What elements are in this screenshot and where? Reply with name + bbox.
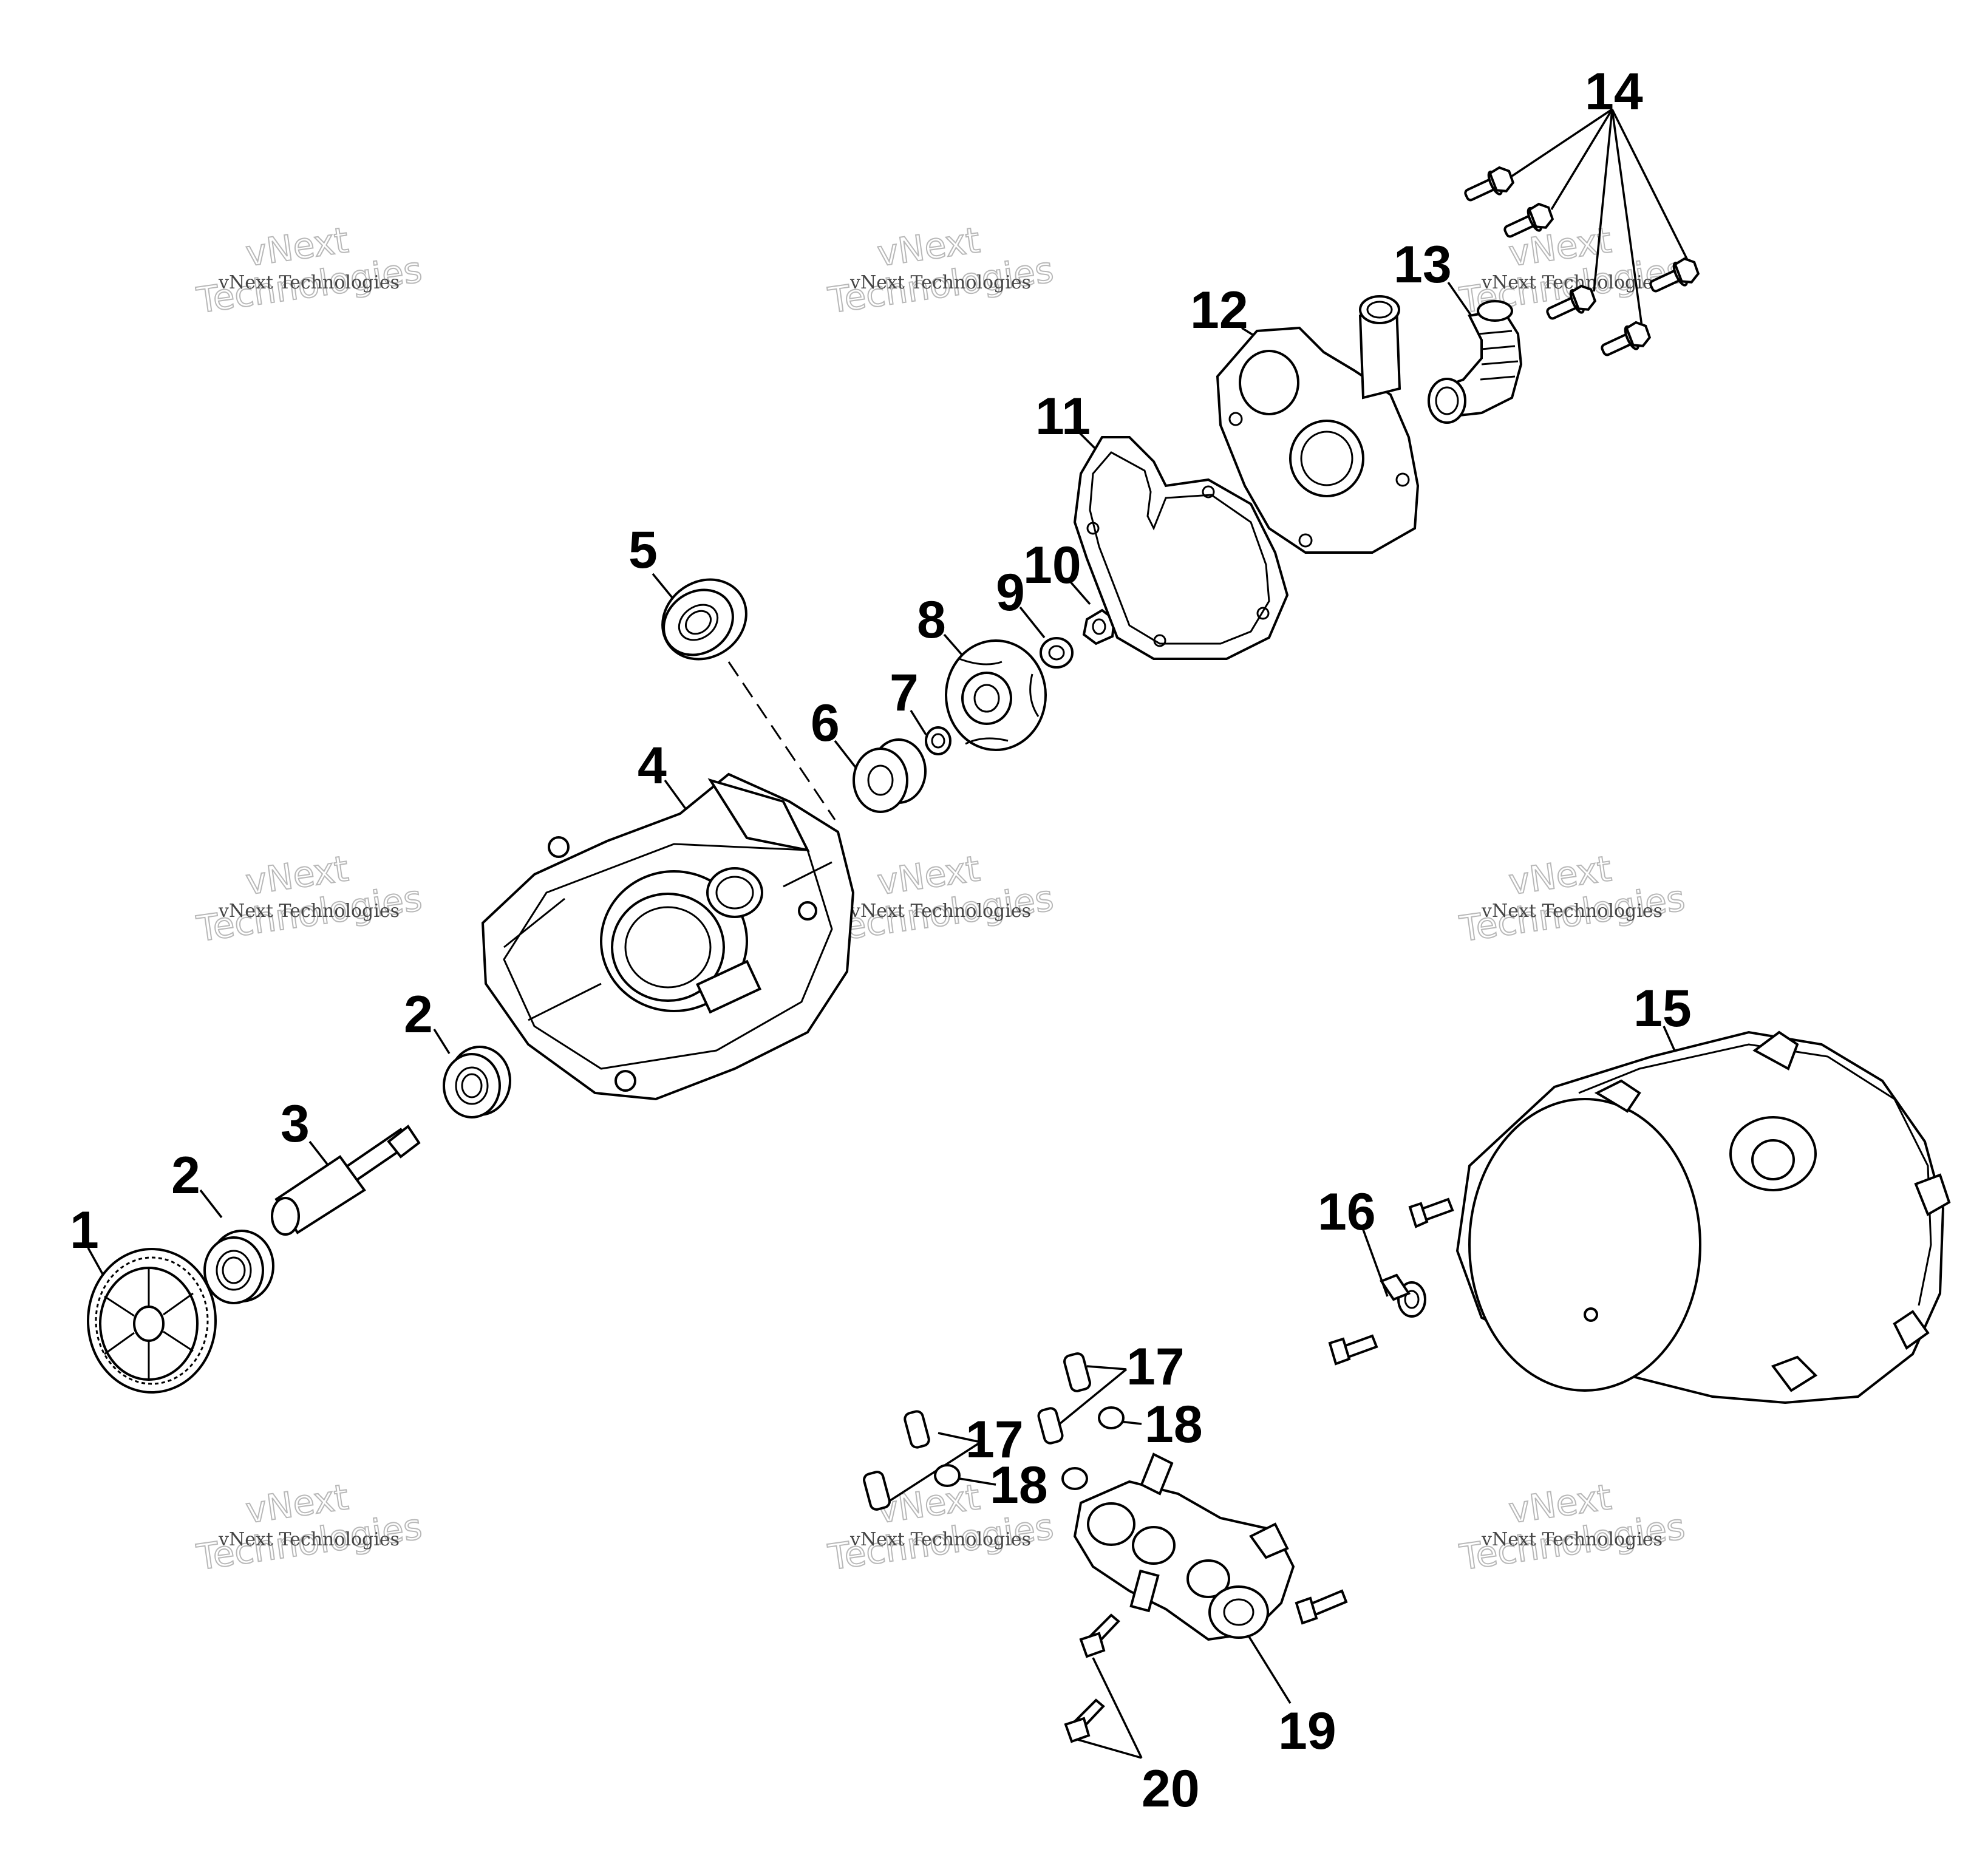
callout-17-right: 17 (1126, 1338, 1185, 1396)
callout-16: 16 (1318, 1183, 1376, 1241)
callout-10: 10 (1023, 536, 1081, 594)
callout-17-left: 17 (965, 1411, 1024, 1469)
callout-18-right: 18 (1145, 1395, 1203, 1454)
bolt-14 (1464, 166, 1515, 202)
part-1-pulley (87, 1248, 217, 1394)
callout-8: 8 (917, 591, 946, 649)
callout-labels: 1 2 2 3 4 5 6 7 8 9 10 11 12 13 14 15 16… (70, 63, 1692, 1818)
part-16-clamp (1379, 1273, 1426, 1318)
part-20-bolts (1064, 1613, 1120, 1743)
watermark-small: vNext Technologies (218, 1529, 400, 1550)
part-18-sleeves (934, 1406, 1125, 1490)
callout-9: 9 (996, 563, 1025, 622)
bolt-14 (1649, 257, 1700, 293)
part-7-washer (925, 726, 951, 755)
part-13-elbow (1428, 300, 1523, 424)
callout-4: 4 (638, 737, 667, 795)
part-15-large-cover (1455, 1030, 1951, 1404)
watermark-small: vNext Technologies (849, 900, 1031, 922)
callout-12: 12 (1190, 281, 1248, 339)
part-19-valve-body (1073, 1452, 1295, 1641)
bolt-14 (1503, 202, 1554, 238)
part-3-shaft (271, 1125, 421, 1236)
callout-5: 5 (628, 521, 658, 579)
callout-11: 11 (1035, 387, 1091, 446)
part-10-nut (1082, 608, 1116, 645)
watermark-small: vNext Technologies (218, 900, 400, 922)
callout-15: 15 (1633, 979, 1692, 1038)
callout-19: 19 (1278, 1702, 1336, 1760)
callout-2-lower: 2 (171, 1146, 200, 1205)
bolt-16-upper (1408, 1197, 1454, 1228)
part-5-seal (661, 578, 747, 661)
callout-3: 3 (281, 1095, 310, 1153)
part-8-impeller (945, 639, 1047, 751)
part-2-bearing-lower (203, 1230, 274, 1304)
part-17-dowels (863, 1352, 1091, 1511)
watermark-small: vNext Technologies (1481, 1529, 1663, 1550)
bolt-16-lower (1328, 1334, 1378, 1366)
part-14-bolts (1464, 166, 1700, 356)
callout-18-left: 18 (990, 1456, 1048, 1514)
watermark-small: vNext Technologies (849, 272, 1031, 293)
part-2-bearing-upper (443, 1046, 511, 1118)
bolt-19-side (1295, 1589, 1348, 1625)
callout-7: 7 (890, 664, 919, 722)
bolt-14 (1546, 284, 1597, 320)
callout-14: 14 (1585, 63, 1643, 121)
part-6-spacer (853, 738, 927, 813)
watermark-small: vNext Technologies (1481, 900, 1663, 922)
callout-13: 13 (1394, 236, 1452, 294)
part-11-gasket (1073, 436, 1289, 660)
part-12-pump-cover (1216, 295, 1420, 554)
callout-6: 6 (811, 694, 840, 752)
part-4-housing (481, 772, 855, 1101)
callout-2-upper: 2 (404, 986, 433, 1044)
callout-1: 1 (70, 1201, 99, 1259)
part-9-washer (1040, 637, 1074, 669)
watermark-small: vNext Technologies (218, 272, 400, 293)
callout-20: 20 (1142, 1760, 1200, 1818)
bolt-14 (1601, 321, 1652, 356)
watermark-small: vNext Technologies (849, 1529, 1031, 1550)
